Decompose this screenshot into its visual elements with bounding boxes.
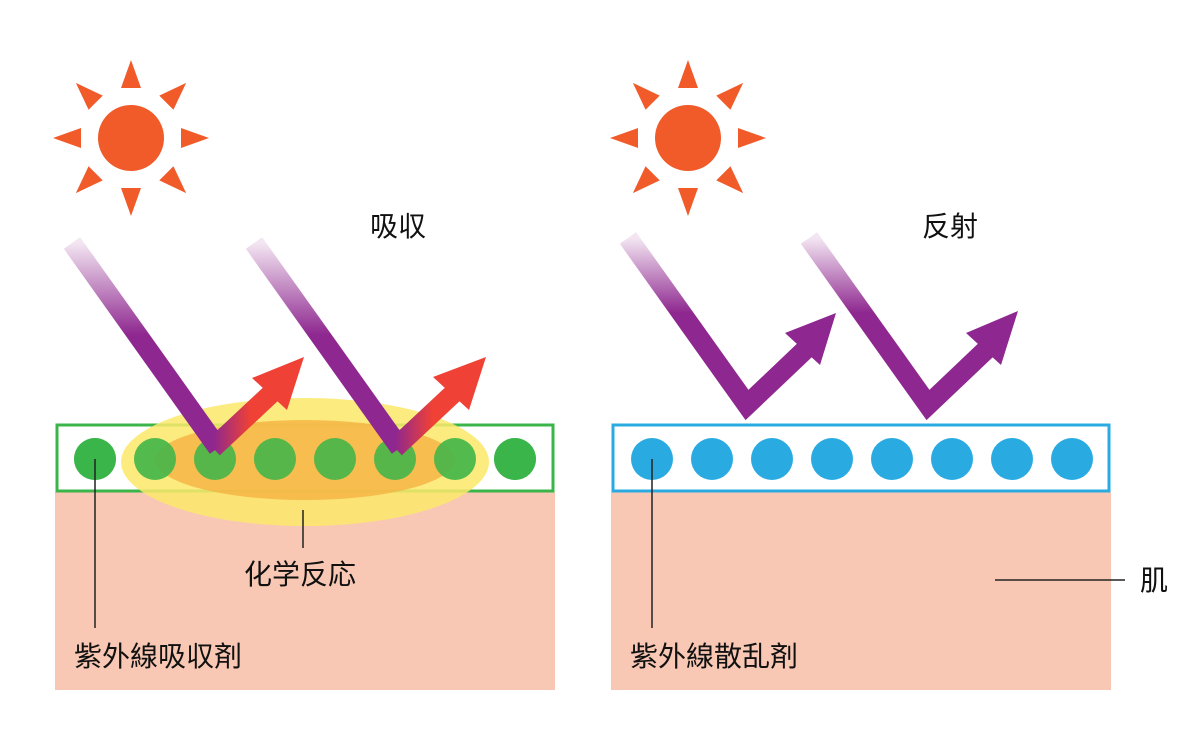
scatterer-particle: [1051, 438, 1093, 480]
sunscreen-layer: [611, 423, 1111, 493]
scatterer-particle: [811, 438, 853, 480]
skin-layer: [611, 492, 1111, 690]
absorber-particle: [314, 438, 356, 480]
scatterer-particle: [931, 438, 973, 480]
absorber-particle: [254, 438, 296, 480]
uv-scatterer-label: 紫外線散乱剤: [630, 640, 798, 673]
absorber-particle: [494, 438, 536, 480]
absorption-title: 吸収: [370, 210, 426, 243]
uv-absorber-label: 紫外線吸収剤: [74, 640, 242, 673]
absorber-particle: [134, 438, 176, 480]
scatterer-particles: [631, 438, 1093, 480]
sun-icon: [610, 60, 766, 216]
uv-ray-2: [245, 237, 486, 456]
skin-label: 肌: [1140, 564, 1168, 597]
reflection-panel: 反射 紫外線散乱剤 肌: [610, 60, 1168, 690]
scatterer-particle: [691, 438, 733, 480]
absorber-particle: [434, 438, 476, 480]
scatterer-particle: [991, 438, 1033, 480]
chemical-reaction-label: 化学反応: [244, 558, 356, 591]
reflection-title: 反射: [922, 210, 978, 243]
scatterer-particle: [751, 438, 793, 480]
absorption-panel: 吸収 化学反応 紫外線吸収剤: [53, 60, 555, 690]
sun-icon: [53, 60, 209, 216]
scatterer-particle: [871, 438, 913, 480]
uv-ray-1: [63, 237, 304, 456]
uv-ray-3: [619, 232, 836, 421]
uv-ray-4: [800, 232, 1018, 421]
